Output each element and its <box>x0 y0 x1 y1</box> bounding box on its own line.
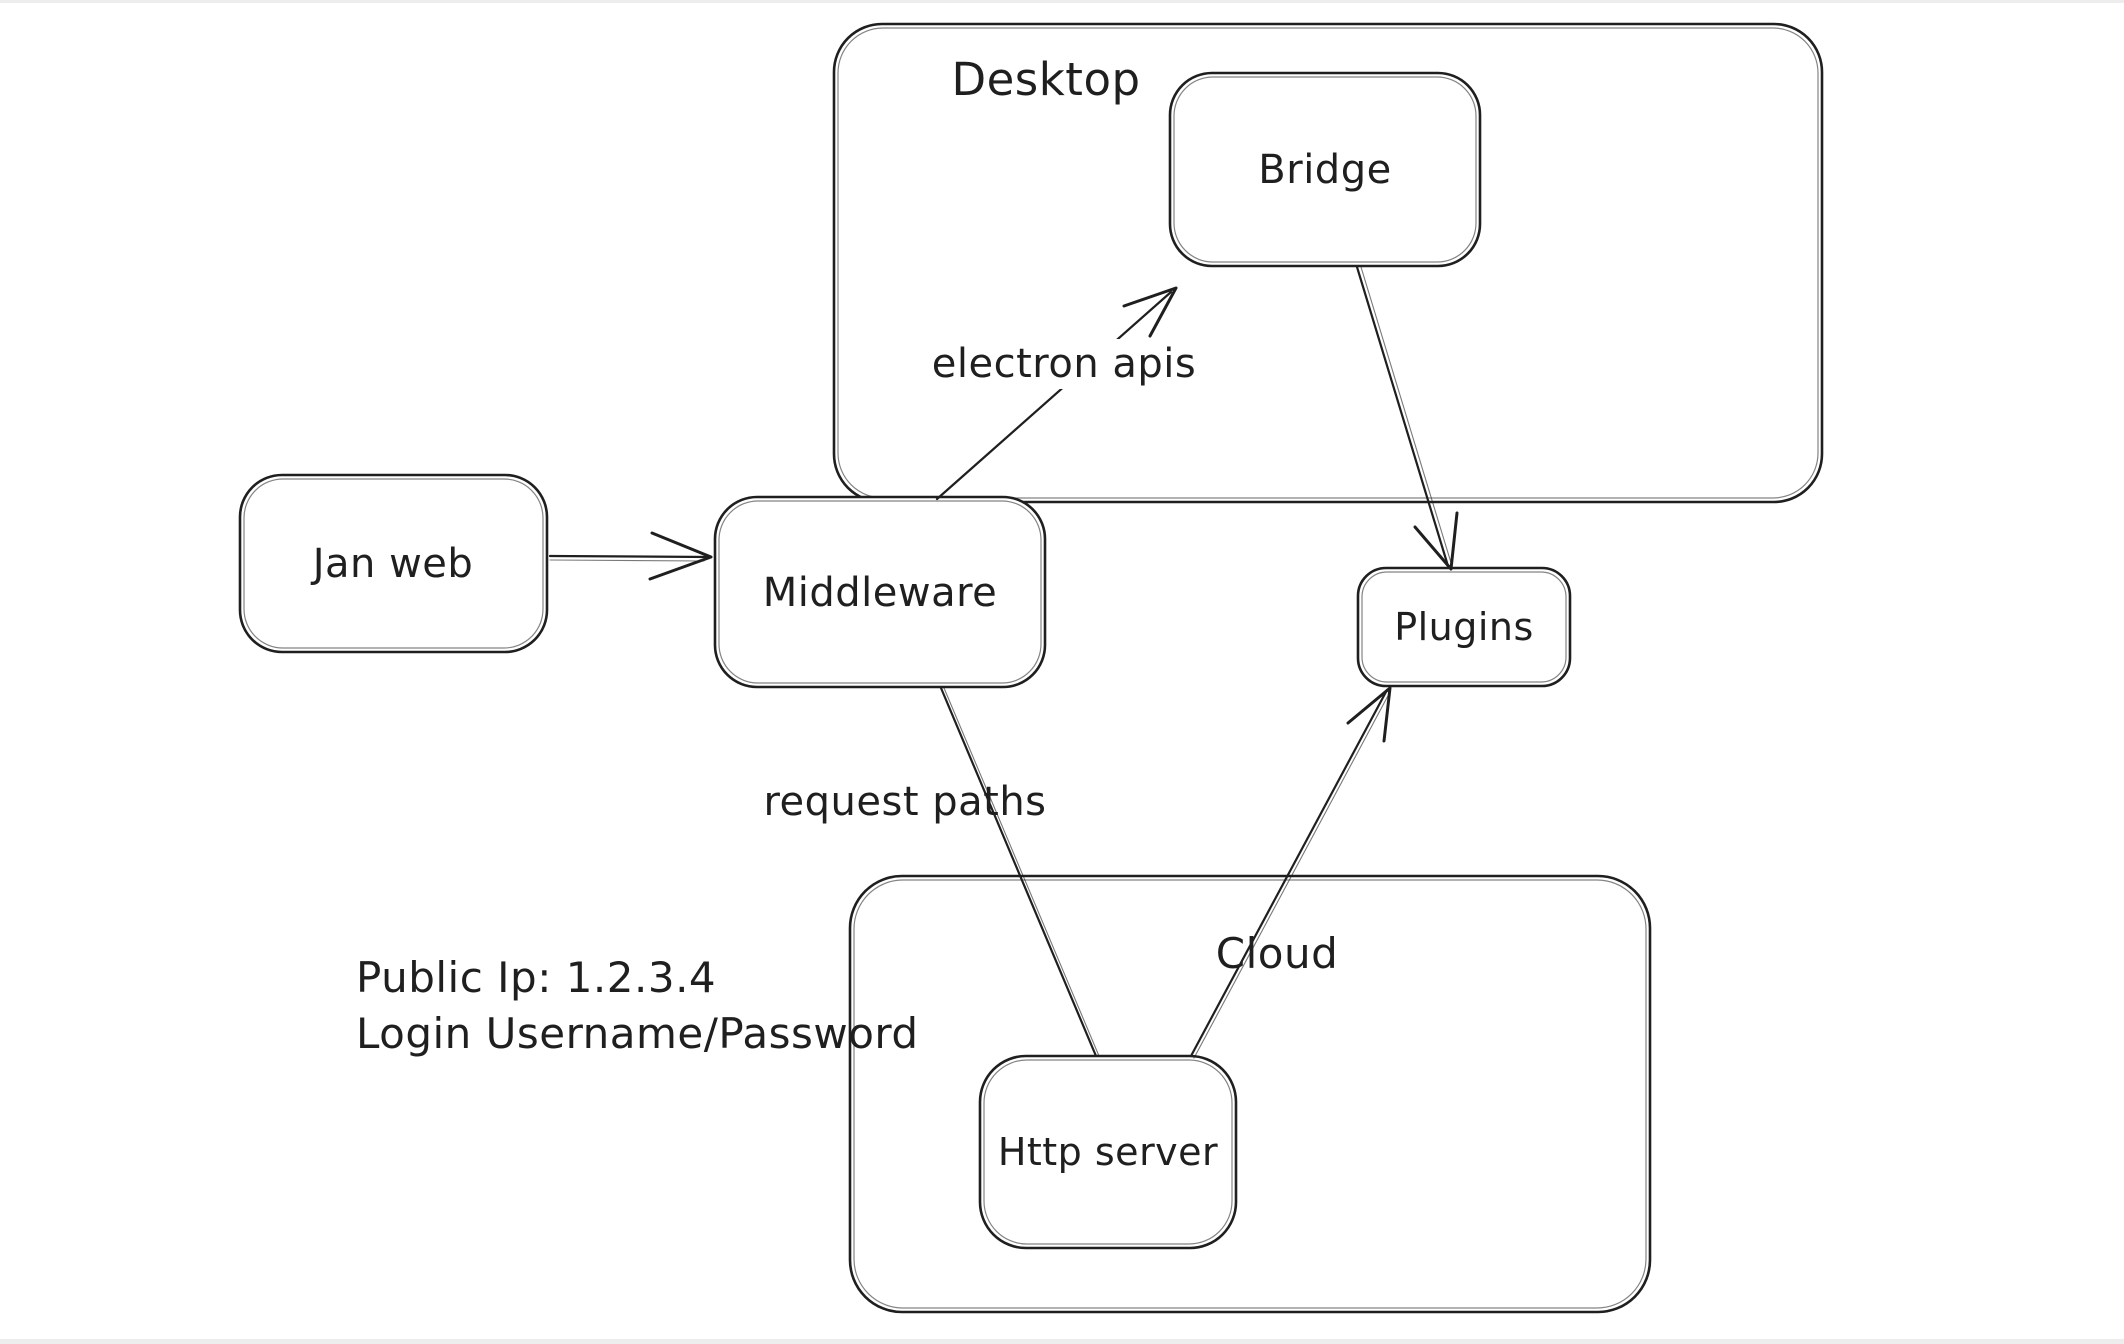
plugins-node-label: Plugins <box>1394 605 1534 650</box>
jan-web-node <box>238 473 549 654</box>
arrowhead-jan-web-to-middleware <box>648 531 713 581</box>
arrow-middleware-to-bridge <box>935 286 1178 501</box>
line-middleware-to-http-server <box>939 686 1100 1058</box>
electron-apis-edge-label: electron apis <box>919 339 1209 389</box>
bridge-node-label: Bridge <box>1258 147 1392 193</box>
http-server-node-label: Http server <box>997 1130 1219 1175</box>
http-server-node <box>978 1054 1238 1250</box>
arrow-jan-web-to-middleware <box>548 531 713 581</box>
middleware-node <box>713 495 1047 689</box>
arrow-http-server-to-plugins <box>1189 686 1392 1059</box>
bridge-node <box>1168 71 1482 268</box>
top-edge-line <box>0 0 2124 3</box>
arrowhead-http-server-to-plugins <box>1346 686 1392 743</box>
public-ip-annotation: Public Ip: 1.2.3.4 <box>356 953 717 1002</box>
arrowhead-middleware-to-bridge <box>1122 286 1178 338</box>
middleware-node-label: Middleware <box>762 570 998 616</box>
desktop-container-label: Desktop <box>951 53 1141 107</box>
jan-web-node-label: Jan web <box>312 541 474 587</box>
login-annotation: Login Username/Password <box>356 1009 919 1058</box>
bottom-edge-line <box>0 1339 2124 1344</box>
request-paths-edge-label: request paths <box>763 779 1047 825</box>
arrow-bridge-to-plugins <box>1355 265 1459 571</box>
cloud-container-label: Cloud <box>1215 928 1339 978</box>
arrowhead-bridge-to-plugins <box>1413 511 1459 571</box>
plugins-node <box>1356 566 1572 688</box>
